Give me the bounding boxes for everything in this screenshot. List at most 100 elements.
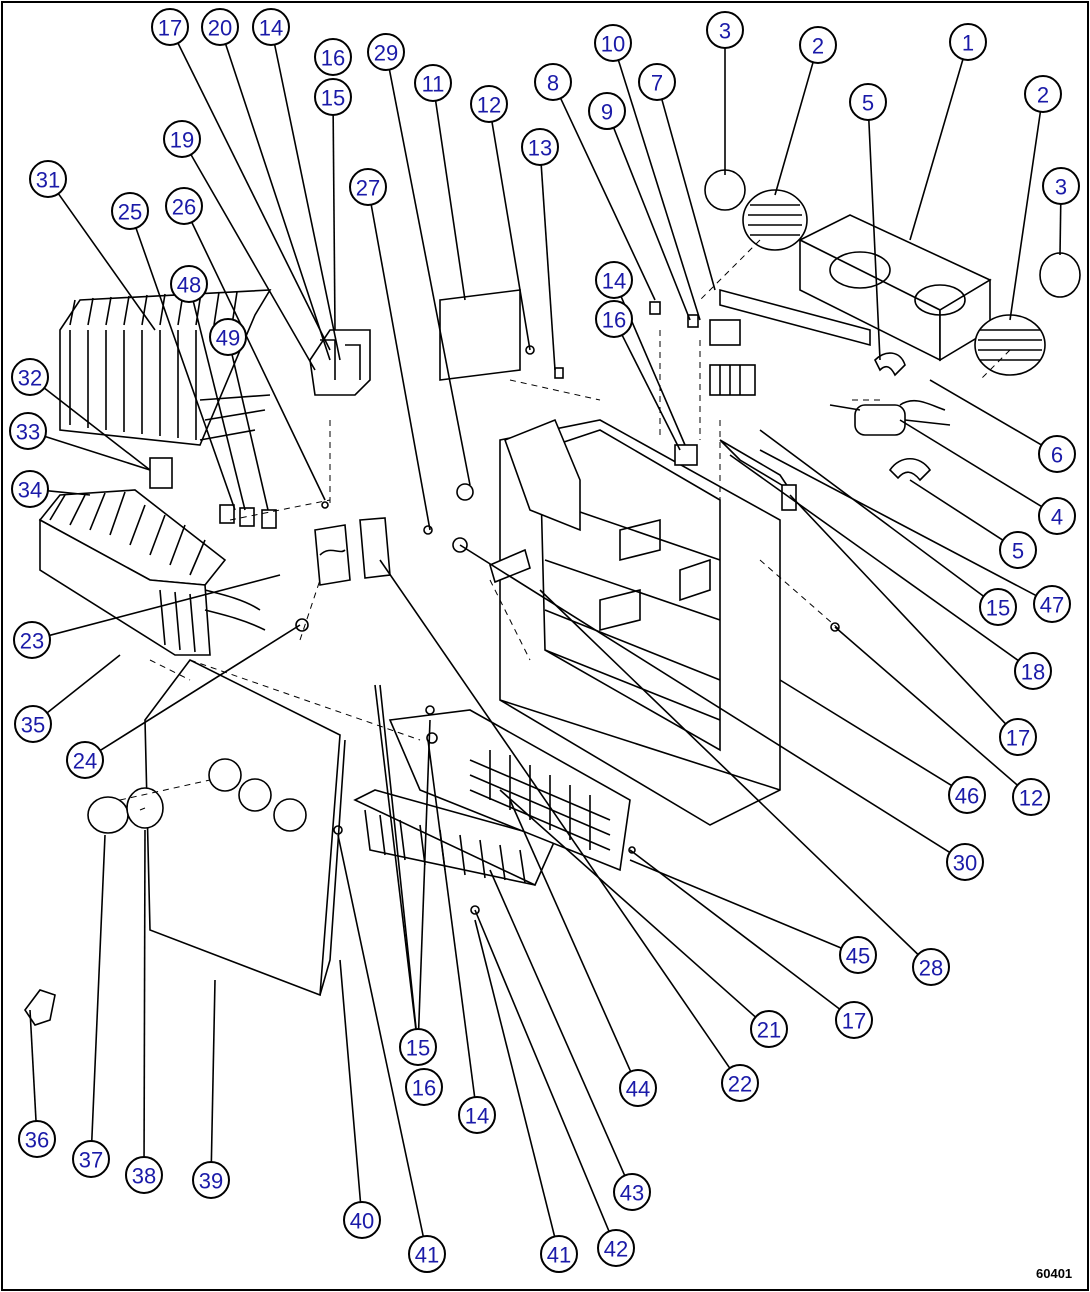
callout-circle [595,261,633,299]
motor-clamp [888,457,932,482]
leader-line [273,44,341,361]
callout-label: 9 [601,100,613,125]
callout-circle [521,128,559,166]
callout-33: 33 [9,412,47,450]
callout-27: 27 [349,168,387,206]
callout-label: 16 [602,308,626,333]
callout-label: 32 [18,366,42,391]
callout-label: 14 [602,269,626,294]
callout-label: 21 [757,1018,781,1043]
leader-line [779,679,953,787]
leader-line [759,429,985,597]
actuator [674,444,698,466]
leader-line [332,114,336,331]
callout-circle [594,24,632,62]
leader-line [1009,111,1042,321]
callout-circle [314,38,352,76]
leader-line [474,919,556,1237]
callout-16: 16 [314,38,352,76]
leader-line [834,626,1018,786]
callout-circle [1014,652,1052,690]
callout-14: 14 [595,261,633,299]
callout-circle [999,531,1037,569]
callout-label: 3 [1055,175,1067,200]
leader-line [621,334,681,451]
callout-label: 13 [528,136,552,161]
screw [687,314,699,328]
callout-circle [540,1235,578,1273]
callout-3: 3 [1042,167,1080,205]
blower-motor [829,400,951,436]
callout-28: 28 [912,948,950,986]
callout-label: 15 [986,596,1010,621]
callout-14: 14 [458,1096,496,1134]
callout-26: 26 [165,187,203,225]
callout-15: 15 [314,78,352,116]
callout-label: 3 [719,19,731,44]
callout-label: 39 [199,1169,223,1194]
callout-label: 44 [626,1077,650,1102]
callout-25: 25 [111,192,149,230]
callout-label: 4 [1051,505,1063,530]
screw [554,367,564,379]
callout-circle [619,1069,657,1107]
grommet [456,483,474,501]
callout-label: 41 [415,1243,439,1268]
callout-circle [534,63,572,101]
leader-line [629,859,842,949]
callout-label: 17 [842,1009,866,1034]
callout-label: 5 [862,91,874,116]
callout-circle [1042,167,1080,205]
callout-label: 45 [846,944,870,969]
callout-circle [912,948,950,986]
callout-label: 5 [1012,539,1024,564]
callout-label: 34 [18,478,42,503]
callout-circle [170,265,208,303]
screw [425,705,435,715]
callout-3: 3 [706,11,744,49]
callout-38: 38 [125,1156,163,1194]
callout-circle [979,588,1017,626]
leader-line [559,97,656,301]
callout-42: 42 [597,1229,635,1267]
leader-line [379,559,731,1069]
callout-label: 31 [36,168,60,193]
callout-circle [1012,778,1050,816]
callout-circle [595,300,633,338]
callout-label: 49 [216,326,240,351]
callout-label: 10 [601,32,625,57]
leader-line [47,489,91,496]
leader-line [339,959,362,1203]
leader-line [99,624,301,752]
callout-circle [367,33,405,71]
callout-17: 17 [151,8,189,46]
callout-label: 48 [177,273,201,298]
callout-15: 15 [399,1028,437,1066]
leader-line [57,193,156,331]
leader-line [617,59,701,321]
leader-line [427,739,476,1098]
callout-circle [613,1173,651,1211]
blower-housing [719,214,992,362]
leader-line [661,99,716,291]
callout-circle [349,168,387,206]
leader-line [1059,203,1062,256]
callout-circle [209,318,247,356]
callout-36: 36 [18,1120,56,1158]
callout-41: 41 [540,1235,578,1273]
callout-circle [72,1140,110,1178]
callout-label: 12 [1019,786,1043,811]
callout-48: 48 [170,265,208,303]
callout-32: 32 [11,358,49,396]
leader-line [49,574,281,637]
callout-11: 11 [414,64,452,102]
callout-label: 30 [953,851,977,876]
callout-circle [597,1229,635,1267]
callout-circle [849,83,887,121]
callout-label: 15 [321,86,345,111]
callout-circle [799,26,837,64]
callout-circle [29,160,67,198]
leader-line [143,829,146,1158]
callout-label: 11 [422,72,445,97]
